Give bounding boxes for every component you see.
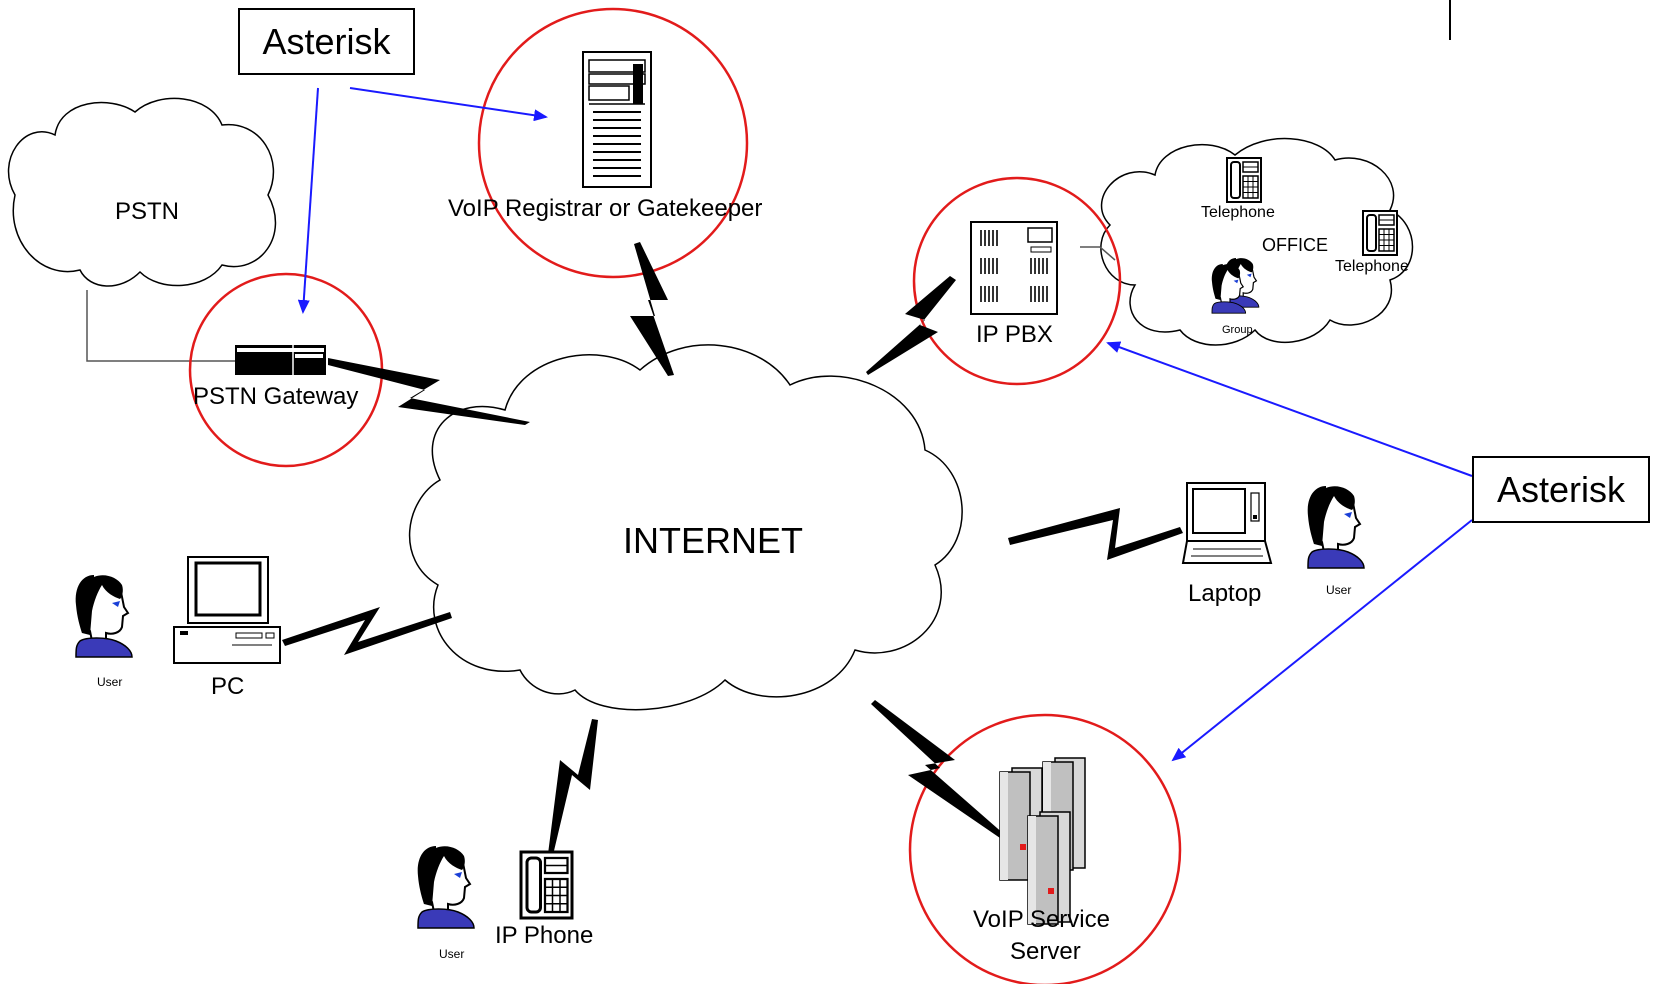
pc-icon bbox=[173, 556, 281, 664]
group-icon bbox=[1211, 257, 1260, 314]
pstn-cloud bbox=[7, 97, 277, 287]
pstn-gateway-label: PSTN Gateway bbox=[193, 383, 359, 410]
registrar-label: VoIP Registrar or Gatekeeper bbox=[448, 195, 763, 222]
pstn-cloud-label: PSTN bbox=[115, 198, 180, 225]
link-gateway-internet bbox=[328, 358, 530, 425]
user-icon bbox=[416, 845, 475, 929]
pc-label: PC bbox=[211, 673, 245, 700]
user-label-ipphone: User bbox=[439, 947, 465, 961]
arrow-asterisk-pbx bbox=[1106, 341, 1473, 477]
pbx-highlight bbox=[912, 176, 1122, 386]
user-icon bbox=[74, 574, 133, 658]
ip-pbx-label: IP PBX bbox=[976, 321, 1053, 348]
user-icon bbox=[1306, 485, 1365, 569]
user-label-pc: User bbox=[97, 675, 123, 689]
laptop-label: Laptop bbox=[1188, 580, 1262, 607]
link-laptop-internet bbox=[1008, 508, 1183, 560]
server-cluster-icon bbox=[999, 757, 1086, 925]
gateway-icon bbox=[235, 345, 326, 375]
voip-service-label-line1: VoIP Service bbox=[973, 906, 1110, 933]
internet-cloud bbox=[408, 344, 963, 711]
asterisk-box-top: Asterisk bbox=[238, 8, 415, 75]
office-label: OFFICE bbox=[1262, 235, 1328, 255]
arrow-asterisk-registrar bbox=[349, 87, 548, 122]
user-label-laptop: User bbox=[1326, 583, 1352, 597]
telephone-icon bbox=[1226, 157, 1262, 203]
link-ipphone-internet bbox=[548, 719, 598, 855]
pbx-icon bbox=[970, 221, 1058, 315]
ip-phone-icon bbox=[519, 850, 574, 920]
registrar-highlight bbox=[477, 7, 749, 279]
link-pbx-internet bbox=[866, 276, 956, 375]
laptop-icon bbox=[1181, 482, 1273, 564]
internet-label: INTERNET bbox=[623, 520, 803, 561]
telephone-icon bbox=[1362, 210, 1398, 256]
pstn-gateway-connector bbox=[86, 290, 236, 362]
link-pc-internet bbox=[282, 607, 452, 655]
arrow-asterisk-server bbox=[1171, 519, 1473, 762]
pbx-office-connector bbox=[1080, 246, 1116, 261]
voip-service-label-line2: Server bbox=[1010, 938, 1081, 965]
server-tower-icon bbox=[582, 51, 652, 188]
group-label: Group bbox=[1222, 324, 1253, 336]
ip-phone-label: IP Phone bbox=[495, 922, 594, 949]
asterisk-box-right: Asterisk bbox=[1472, 456, 1650, 523]
link-server-internet bbox=[871, 700, 1005, 838]
arrow-asterisk-gateway bbox=[297, 87, 319, 314]
service-server-highlight bbox=[908, 713, 1182, 984]
telephone-label-1: Telephone bbox=[1201, 204, 1275, 221]
telephone-label-2: Telephone bbox=[1335, 258, 1409, 275]
link-registrar-internet bbox=[630, 242, 674, 376]
